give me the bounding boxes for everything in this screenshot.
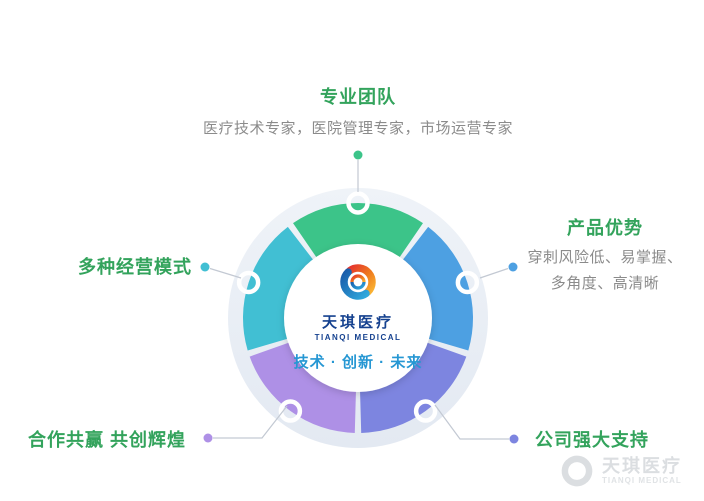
section-title-product-advantages: 产品优势: [567, 218, 643, 238]
tianqi-logo-icon: [336, 260, 380, 304]
leader-dot-4: [509, 434, 519, 444]
section-title-cooperation: 合作共赢 共创辉煌: [28, 430, 187, 450]
segment-marker-ring-0: [346, 191, 370, 215]
brand-slogan: 技术 · 创新 · 未来: [293, 354, 423, 371]
section-product-advantages: 产品优势 穿刺风险低、易掌握、 多角度、高清晰: [505, 217, 704, 297]
section-title-professional-team: 专业团队: [320, 87, 396, 107]
leader-line-3: [213, 405, 288, 439]
segment-marker-ring-1: [455, 270, 480, 295]
section-professional-team: 专业团队 医疗技术专家，医院管理专家，市场运营专家: [108, 86, 608, 142]
watermark-logo: 天琪医疗 TIANQI MEDICAL: [558, 452, 682, 490]
watermark-text: 天琪医疗 TIANQI MEDICAL: [602, 455, 682, 486]
subtitle-line-2: 多角度、高清晰: [550, 275, 660, 292]
section-title-company-support: 公司强大支持: [535, 430, 649, 450]
donut-segment-0: [293, 203, 423, 258]
segment-marker-ring-4: [236, 270, 261, 295]
segment-marker-ring-3: [278, 399, 303, 423]
donut-segment-4: [242, 226, 314, 351]
section-title-business-models: 多种经营模式: [78, 257, 192, 277]
leader-line-4: [434, 404, 509, 440]
donut-segment-2: [360, 342, 467, 433]
donut-segment-1: [402, 226, 473, 351]
donut-center-disc: [284, 244, 432, 392]
leader-dot-0: [353, 150, 363, 160]
section-subtitle-product-advantages: 穿刺风险低、易掌握、 多角度、高清晰: [505, 245, 704, 297]
segment-marker-ring-2: [413, 399, 438, 423]
section-subtitle-professional-team: 医疗技术专家，医院管理专家，市场运营专家: [202, 120, 513, 137]
brand-center: 天琪医疗 TIANQI MEDICAL 技术 · 创新 · 未来: [288, 260, 428, 372]
section-cooperation: 合作共赢 共创辉煌: [28, 429, 288, 451]
section-business-models: 多种经营模式: [18, 256, 192, 278]
leader-line-1: [479, 267, 509, 279]
brand-name-en: TIANQI MEDICAL: [314, 333, 402, 342]
leader-dot-1: [508, 262, 518, 272]
leader-dot-3: [203, 433, 213, 443]
tianqi-logo-watermark-icon: [558, 452, 596, 490]
donut-segment-3: [249, 342, 356, 433]
brand-name-cn: 天琪医疗: [321, 314, 394, 331]
subtitle-line-1: 穿刺风险低、易掌握、: [527, 249, 683, 266]
watermark-name-en: TIANQI MEDICAL: [602, 475, 682, 485]
leader-dot-2: [200, 262, 210, 272]
section-company-support: 公司强大支持: [535, 429, 695, 451]
leader-line-2: [209, 267, 242, 279]
watermark-name-cn: 天琪医疗: [602, 455, 682, 476]
